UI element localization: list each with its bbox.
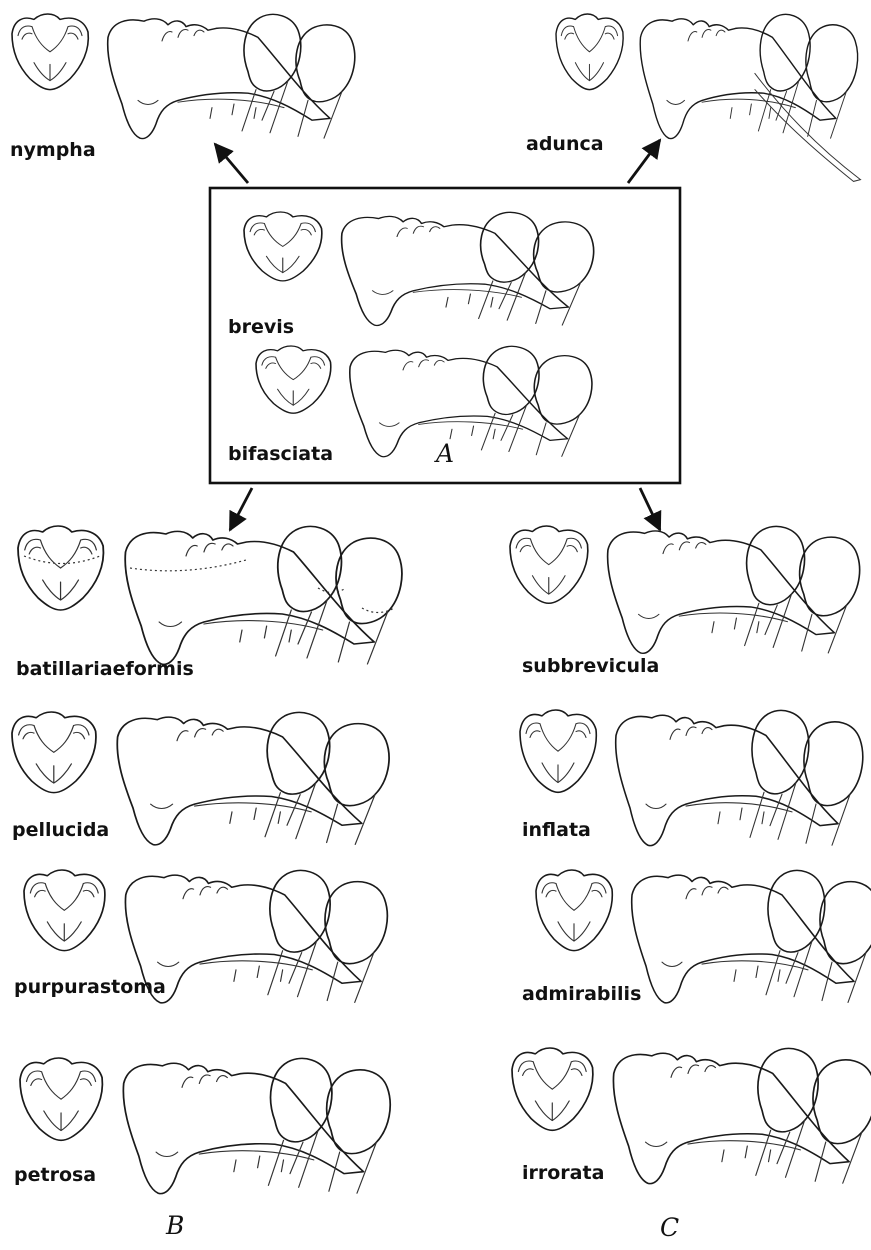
label-nympha: nympha — [10, 139, 96, 161]
label-adunca: adunca — [526, 133, 604, 155]
drawing-subbrevicula — [510, 526, 860, 653]
label-admirabilis: admirabilis — [522, 983, 641, 1005]
drawing-brevis — [244, 212, 594, 325]
drawing-adunca — [556, 14, 860, 181]
label-bifasciata: bifasciata — [228, 443, 333, 465]
drawing-bifasciata — [256, 346, 592, 457]
arrow-to-group-c — [640, 488, 660, 530]
arrow-to-group-b — [230, 488, 252, 530]
group-label-a: A — [434, 439, 454, 468]
label-purpurastoma: purpurastoma — [14, 976, 166, 998]
label-subbrevicula: subbrevicula — [522, 655, 659, 677]
label-irrorata: irrorata — [522, 1162, 604, 1184]
label-brevis: brevis — [228, 316, 294, 338]
arrow-to-adunca — [628, 140, 660, 183]
arrow-to-nympha — [215, 144, 248, 183]
drawing-nympha — [12, 14, 355, 139]
group-label-c: C — [660, 1213, 679, 1242]
group-label-b: B — [165, 1211, 184, 1240]
drawing-batillariaeformis — [18, 526, 402, 664]
label-petrosa: petrosa — [14, 1164, 96, 1186]
label-batillariaeformis: batillariaeformis — [16, 658, 194, 680]
label-pellucida: pellucida — [12, 819, 109, 841]
label-inflata: inflata — [522, 819, 591, 841]
